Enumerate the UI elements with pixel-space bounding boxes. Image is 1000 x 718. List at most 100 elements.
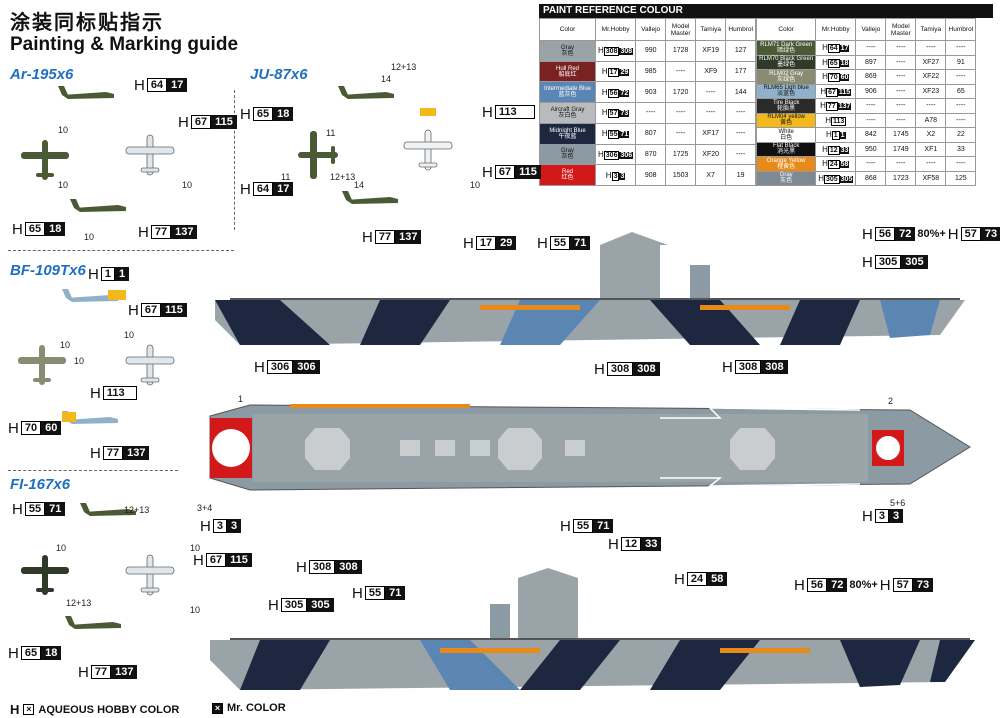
paint-vallejo: 908	[635, 164, 667, 186]
legend-aqueous: H× AQUEOUS HOBBY COLOR	[10, 702, 180, 717]
paint-mm: 1503	[665, 164, 697, 186]
deck-number-1: 1	[238, 394, 244, 404]
decal-number: 10	[58, 125, 69, 135]
section-fi167: FI-167x6	[10, 476, 71, 493]
paint-name: Hull Red	[555, 65, 579, 72]
paint-name-cn: 淡蓝色	[777, 91, 796, 98]
ship-flight-deck-top-view	[209, 404, 971, 491]
decal-number: 12+13	[124, 505, 150, 515]
paint-name-cn: 灰色	[780, 178, 793, 185]
decal-number: 12+13	[391, 62, 417, 72]
decal-number: 10	[470, 180, 481, 190]
decal-number: 10	[56, 543, 67, 553]
paint-name: Gray	[560, 148, 574, 155]
paint-humbrol: 144	[725, 81, 757, 104]
paint-humbrol: 91	[945, 54, 977, 70]
bf109-yellow-cowl	[108, 290, 126, 300]
paint-humbrol: 22	[945, 127, 977, 143]
ju87-yellow-wingtip	[420, 108, 436, 116]
ar195-side-view-2	[70, 199, 126, 212]
paint-header-left-1: Mr.Hobby	[594, 18, 637, 41]
paint-name-cn: 红色	[561, 175, 574, 182]
divider-vertical	[234, 90, 235, 230]
paint-name-cn: 黄色	[780, 120, 793, 127]
paint-name: Tire Black	[772, 99, 800, 106]
title-english: Painting & Marking guide	[10, 34, 239, 55]
paint-header-right-3: Model Master	[885, 18, 917, 41]
paint-vallejo: 950	[855, 141, 887, 157]
paint-name-cn: 白色	[780, 134, 793, 141]
paint-vallejo: 868	[855, 170, 887, 186]
paint-header-left-4: Tamiya	[695, 18, 727, 41]
section-ju87: JU-87x6	[250, 66, 308, 83]
decal-number: 11	[281, 172, 291, 182]
paint-tamiya: XF1	[915, 141, 947, 157]
paint-name: Intermediate Blue	[543, 86, 592, 93]
deck-white-circle-bow	[876, 436, 900, 460]
paint-header-right-2: Vallejo	[855, 18, 887, 41]
paint-table-title: PAINT REFERENCE COLOUR	[539, 4, 993, 18]
paint-name: Gray	[560, 44, 574, 51]
paint-name: RLM04 yellow	[767, 114, 806, 121]
paint-name-cn: 灰色	[561, 50, 574, 57]
paint-name: White	[778, 128, 794, 135]
decal-number: 10	[74, 356, 85, 366]
decal-number: 10	[190, 605, 201, 615]
paint-name-cn: 橙黄色	[777, 163, 796, 170]
decal-number: 11	[326, 128, 336, 138]
paint-name-cn: 蓝灰色	[558, 92, 577, 99]
paint-tamiya: XF58	[915, 170, 947, 186]
paint-name: Aircraft Gray	[550, 106, 585, 113]
deck-white-circle-stern	[212, 429, 250, 467]
paint-name-cn: 灰白色	[558, 112, 577, 119]
paint-name: Orange Yellow	[766, 157, 806, 164]
paint-name-cn: 午夜蓝	[558, 133, 577, 140]
section-ar195: Ar-195x6	[10, 66, 74, 83]
ju87-side-view-2	[342, 191, 398, 204]
paint-name-cn: 暗绿色	[777, 47, 796, 54]
ar195-side-view	[58, 86, 114, 99]
bf109-bottom-view	[125, 344, 175, 386]
decal-number: 10	[124, 330, 135, 340]
aqueous-box-icon: ×	[23, 704, 35, 715]
ship-side-view-port	[210, 568, 975, 690]
paint-tamiya: X2	[915, 127, 947, 143]
legend-mr-color: × Mr. COLOR	[212, 702, 286, 714]
bf109-top-view	[18, 345, 66, 385]
